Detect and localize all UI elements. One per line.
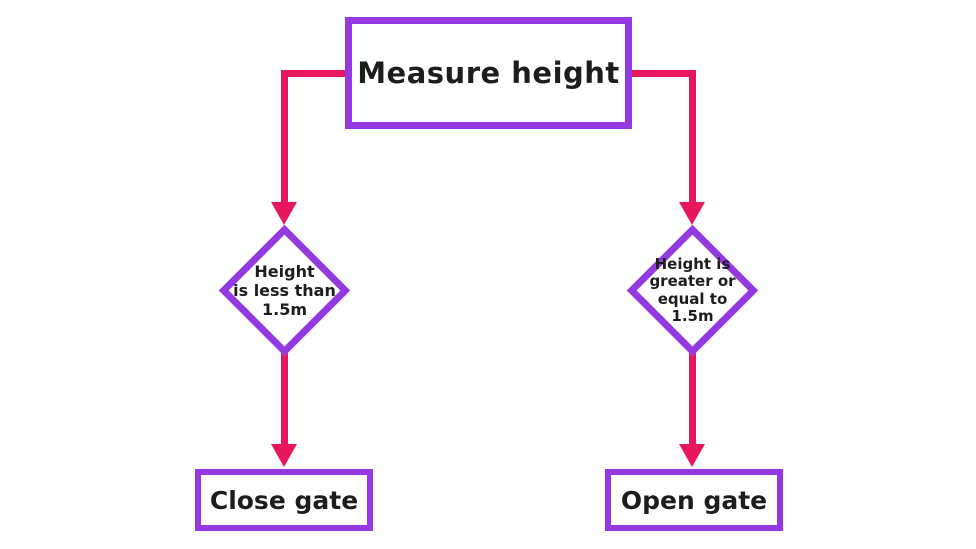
decision-node-right-label: Height is greater or equal to 1.5m — [627, 243, 758, 338]
start-node: Measure height — [345, 17, 632, 129]
outcome-node-right-label: Open gate — [620, 485, 768, 515]
decision-left-line-2: is less than — [233, 281, 336, 300]
decision-node-left-label: Height is less than 1.5m — [219, 245, 350, 336]
edge-left-decision-to-outcome-vertical — [281, 350, 288, 445]
edge-start-to-right-horizontal — [629, 70, 696, 77]
outcome-node-left-label: Close gate — [209, 485, 359, 515]
edge-start-to-left-arrowhead-icon — [271, 202, 297, 225]
edge-start-to-right-vertical — [689, 70, 696, 204]
outcome-node-right: Open gate — [605, 469, 783, 531]
decision-right-line-3: equal to — [657, 289, 728, 308]
edge-start-to-right-arrowhead-icon — [679, 202, 705, 225]
edge-start-to-left-vertical — [281, 70, 288, 204]
outcome-node-left: Close gate — [195, 469, 373, 531]
decision-right-line-2: greater or — [649, 272, 736, 290]
edge-right-decision-to-outcome-arrowhead-icon — [679, 444, 705, 467]
edge-left-decision-to-outcome-arrowhead-icon — [271, 444, 297, 467]
decision-right-line-4: 1.5m — [671, 307, 714, 325]
edge-start-to-left-horizontal — [281, 70, 348, 77]
edge-right-decision-to-outcome-vertical — [689, 350, 696, 445]
decision-left-line-3: 1.5m — [261, 300, 307, 319]
decision-right-line-1: Height is — [654, 254, 731, 273]
start-node-label: Measure height — [357, 56, 620, 90]
decision-left-line-1: Height — [254, 262, 315, 281]
